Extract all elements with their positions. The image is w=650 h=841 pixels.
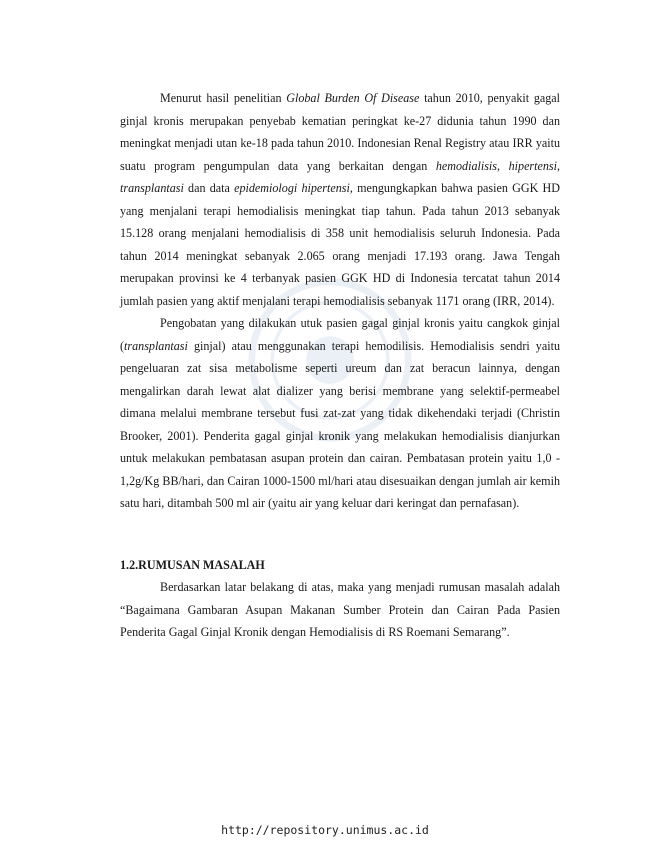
italic-term: hemodialisis xyxy=(435,158,498,173)
paragraph-gbd-irr: Menurut hasil penelitian Global Burden O… xyxy=(120,87,560,312)
repository-url-footer: http://repository.unimus.ac.id xyxy=(221,823,429,837)
text-run: , xyxy=(497,158,509,173)
text-run: tahun 2010, penyakit gagal ginjal kronis… xyxy=(120,91,561,173)
text-run: , mengungkapkan bahwa pasien GGK HD yang… xyxy=(120,181,560,308)
text-run: dan data xyxy=(183,181,235,195)
paragraph-problem-statement: Berdasarkan latar belakang di atas, maka… xyxy=(120,576,560,644)
text-run: Menurut hasil penelitian xyxy=(160,91,287,105)
italic-term: hipertensi xyxy=(508,158,557,173)
italic-term: transplantasi xyxy=(120,181,184,195)
italic-term: transplantasi xyxy=(124,338,188,353)
problem-statement-section: Berdasarkan latar belakang di atas, maka… xyxy=(120,576,560,644)
text-run: Berdasarkan latar belakang di atas, maka… xyxy=(120,580,560,639)
italic-term: Global Burden Of Disease xyxy=(286,91,420,105)
paragraph-treatment: Pengobatan yang dilakukan utuk pasien ga… xyxy=(120,312,560,515)
background-section: Menurut hasil penelitian Global Burden O… xyxy=(120,87,560,515)
text-run: Pengobatan yang dilakukan utuk pasien ga… xyxy=(120,316,560,353)
section-heading-rumusan-masalah: 1.2.RUMUSAN MASALAH xyxy=(120,558,265,572)
italic-term: epidemiologi hipertensi xyxy=(234,181,350,195)
text-run: ginjal) atau menggunakan terapi hemodili… xyxy=(120,338,560,511)
text-run: , xyxy=(556,158,561,173)
